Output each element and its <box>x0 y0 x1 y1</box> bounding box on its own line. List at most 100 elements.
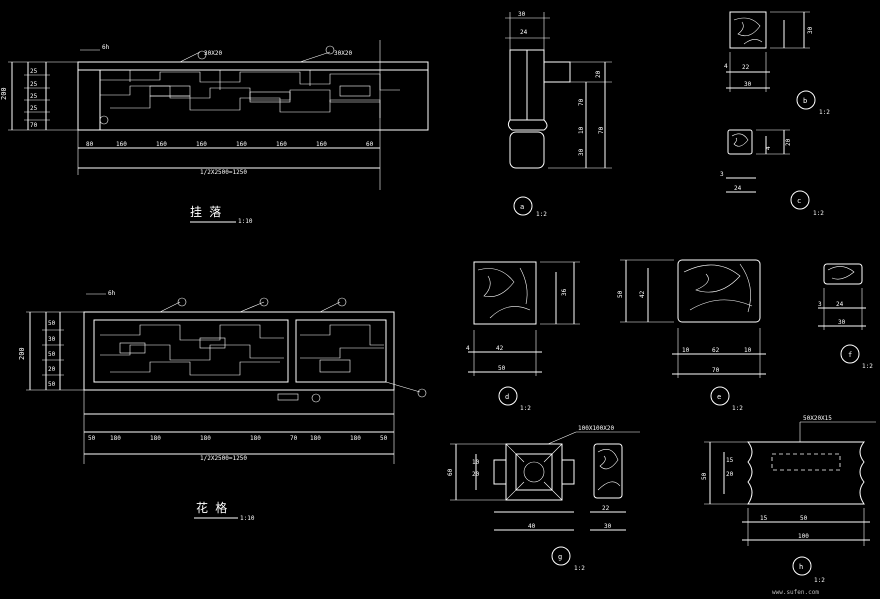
detail-g <box>450 431 640 531</box>
detail-e-dim-5: 10 <box>744 347 752 354</box>
detail-d <box>468 261 580 376</box>
detail-d-scale: 1:2 <box>520 405 531 412</box>
watermark: www.sufen.com <box>772 589 819 596</box>
bottom-callout-circle-5 <box>311 393 321 403</box>
detail-a-dim-4: 70 <box>598 126 605 134</box>
top-title: 挂 落 <box>190 205 221 219</box>
top-left-mark: 6h <box>102 44 110 51</box>
detail-g-dim-3: 40 <box>528 523 536 530</box>
detail-g-dim-4: 30 <box>604 523 612 530</box>
top-dim-h-3: 160 <box>196 141 207 148</box>
bottom-dim-h-2: 180 <box>150 435 161 442</box>
detail-a-dim-2: 20 <box>595 70 602 78</box>
detail-b-ref-circle <box>796 90 816 110</box>
detail-h-ref-circle <box>792 556 812 576</box>
top-dim-h-0: 80 <box>86 141 94 148</box>
top-scale: 1:10 <box>238 218 253 225</box>
detail-f-ref: f <box>848 351 852 359</box>
top-total-dim: 1/2X2500=1250 <box>200 169 247 176</box>
detail-c-dim-3: 3 <box>720 171 724 178</box>
detail-g-ref: g <box>558 553 562 561</box>
detail-e <box>620 259 766 378</box>
bottom-dim-h-3: 180 <box>200 435 211 442</box>
detail-c <box>726 129 790 193</box>
top-dim-v-6: 70 <box>30 122 38 129</box>
detail-d-dim-1: 50 <box>498 365 506 372</box>
detail-b-dim-0: 22 <box>742 64 750 71</box>
detail-c-dim-1: 20 <box>785 138 792 146</box>
top-dim-v-1: 25 <box>30 68 38 75</box>
detail-a-ref: a <box>520 203 524 211</box>
detail-h <box>704 421 876 546</box>
detail-e-ref: e <box>717 393 721 401</box>
bottom-dim-h-7: 180 <box>310 435 321 442</box>
bottom-callout-circle-4 <box>417 388 427 398</box>
detail-f-dim-2: 3 <box>818 301 822 308</box>
bottom-dim-v-0: 200 <box>18 347 26 360</box>
detail-f-dim-1: 30 <box>838 319 846 326</box>
detail-a-dim-1: 24 <box>520 29 528 36</box>
detail-g-dim-2: 20 <box>472 471 480 478</box>
top-callout-1: 30X20 <box>204 50 222 57</box>
detail-d-dim-3: 4 <box>466 345 470 352</box>
detail-e-dim-3: 70 <box>712 367 720 374</box>
bottom-dim-v-3: 50 <box>48 351 56 358</box>
detail-b-dim-3: 4 <box>724 63 728 70</box>
top-callout-circle-2 <box>325 45 335 55</box>
detail-a-dim-5: 10 <box>578 126 585 134</box>
detail-e-dim-4: 10 <box>682 347 690 354</box>
detail-c-dim-2: 4 <box>765 146 772 150</box>
top-callout-circle-3 <box>99 115 109 125</box>
detail-a-dim-3: 70 <box>578 98 585 106</box>
detail-a-dim-0: 30 <box>518 11 526 18</box>
top-dim-h-6: 160 <box>276 141 287 148</box>
top-dim-v-4: 25 <box>30 105 38 112</box>
top-dim-h-4: 160 <box>236 141 247 148</box>
detail-h-dim-4: 15 <box>760 515 768 522</box>
detail-b-ref: b <box>803 97 807 105</box>
detail-c-dim-0: 24 <box>734 185 742 192</box>
detail-b-dim-1: 30 <box>744 81 752 88</box>
top-dim-h-9: 60 <box>366 141 374 148</box>
detail-g-dim-1: 10 <box>472 459 480 466</box>
detail-g-scale: 1:2 <box>574 565 585 572</box>
detail-d-ref: d <box>505 393 509 401</box>
top-dim-h-1: 160 <box>116 141 127 148</box>
detail-e-dim-0: 50 <box>617 290 624 298</box>
top-dim-v-2: 25 <box>30 81 38 88</box>
detail-e-ref-circle <box>710 386 730 406</box>
bottom-callout-circle-2 <box>259 297 269 307</box>
detail-h-scale: 1:2 <box>814 577 825 584</box>
detail-g-dim-0: 60 <box>447 468 454 476</box>
detail-f <box>818 263 866 330</box>
detail-h-dim-1: 15 <box>726 457 734 464</box>
bottom-dim-v-1: 50 <box>48 320 56 327</box>
bottom-dim-h-8: 180 <box>350 435 361 442</box>
detail-h-dim-3: 50 <box>800 515 808 522</box>
bottom-dim-h-6: 70 <box>290 435 298 442</box>
detail-a <box>505 12 612 169</box>
bottom-dim-v-5: 50 <box>48 381 56 388</box>
detail-e-dim-1: 42 <box>639 290 646 298</box>
detail-g-ref-circle <box>551 546 571 566</box>
detail-d-ref-circle <box>498 386 518 406</box>
detail-a-scale: 1:2 <box>536 211 547 218</box>
detail-h-dim-2: 20 <box>726 471 734 478</box>
bottom-dim-h-0: 50 <box>88 435 96 442</box>
detail-h-dim-5: 100 <box>798 533 809 540</box>
bottom-dim-h-4: 180 <box>250 435 261 442</box>
detail-c-ref: c <box>797 197 801 205</box>
detail-g-callout: 100X100X20 <box>578 425 615 432</box>
bottom-elevation <box>26 293 421 464</box>
bottom-callout-circle-3 <box>337 297 347 307</box>
detail-g-dim-5: 22 <box>602 505 610 512</box>
detail-f-scale: 1:2 <box>862 363 873 370</box>
top-elevation <box>8 40 429 190</box>
top-dim-h-7: 160 <box>316 141 327 148</box>
bottom-dim-v-4: 20 <box>48 366 56 373</box>
detail-d-dim-0: 42 <box>496 345 504 352</box>
detail-c-ref-circle <box>790 190 810 210</box>
bottom-left-mark: 6h <box>108 290 116 297</box>
bottom-scale: 1:10 <box>240 515 255 522</box>
